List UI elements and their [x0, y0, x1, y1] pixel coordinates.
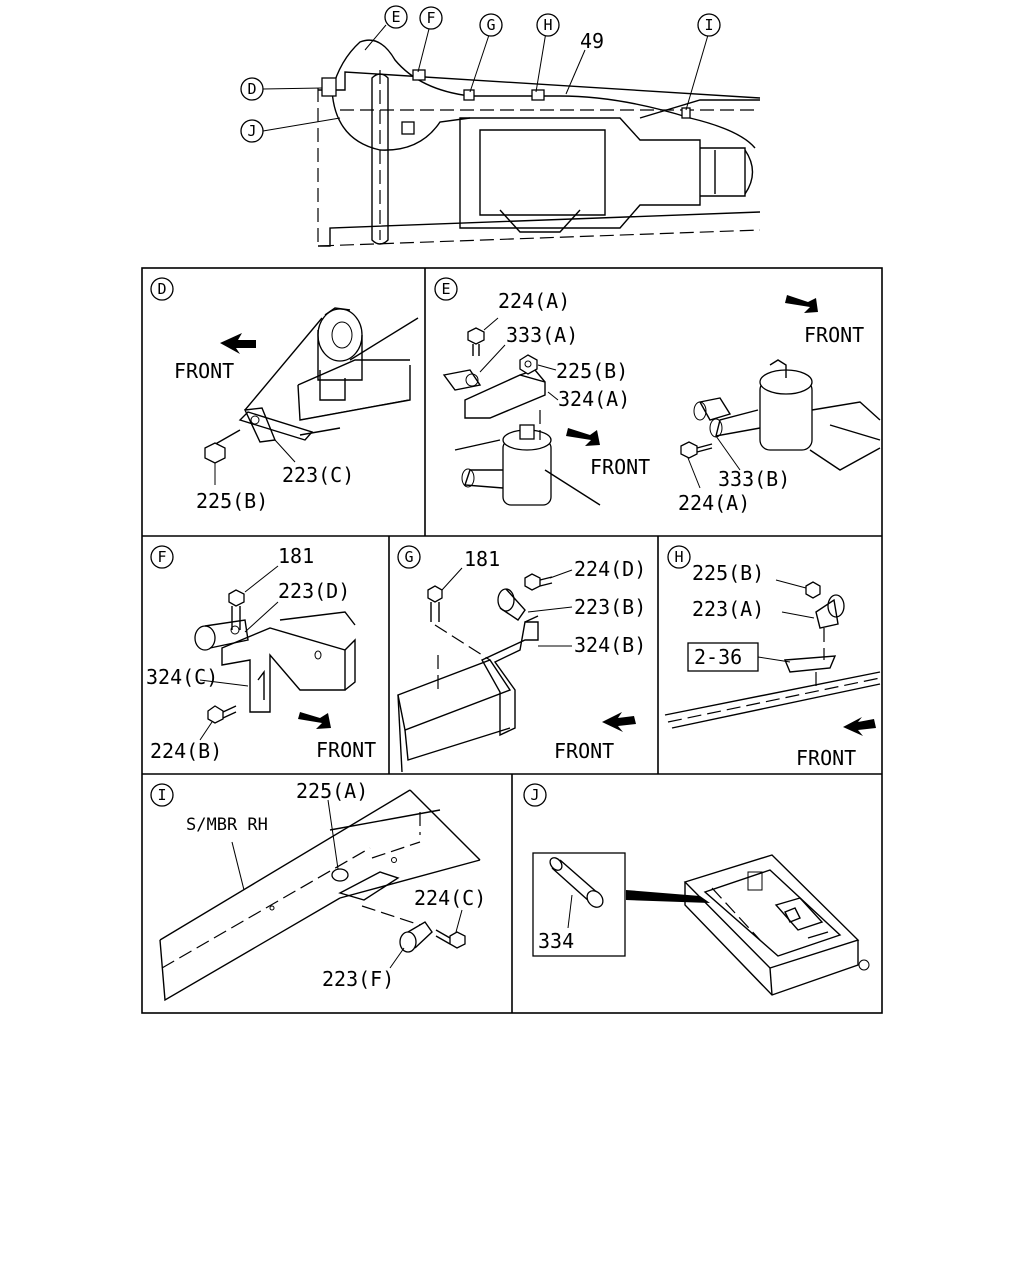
part-223d-label: 223(D) [278, 579, 350, 603]
panel-g-letter: G [404, 548, 413, 566]
part-223f-label: 223(F) [322, 967, 394, 991]
panel-d-letter: D [157, 280, 166, 298]
panel-e-letter: E [441, 280, 450, 298]
front-label: FRONT [316, 738, 376, 762]
part-223c-label: 223(C) [282, 463, 354, 487]
panel-i: I S/MBR RH 225(A) 223(F) 224(C) [150, 779, 486, 1002]
callout-f: F [426, 9, 435, 27]
part-334-label: 334 [538, 929, 574, 953]
front-label-upper: FRONT [804, 323, 864, 347]
front-arrow-icon [220, 333, 256, 354]
part-223a-label: 223(A) [692, 597, 764, 621]
panel-h-letter: H [674, 548, 683, 566]
part-181-label: 181 [464, 547, 500, 571]
part-225b-label: 225(B) [196, 489, 268, 513]
part-224a-top-label: 224(A) [498, 289, 570, 313]
part-49-label: 49 [580, 29, 604, 53]
front-arrow-icon [298, 712, 331, 729]
callout-d: D [247, 80, 256, 98]
part-324b-label: 324(B) [574, 633, 646, 657]
front-label: FRONT [174, 359, 234, 383]
front-arrow-icon [843, 717, 876, 736]
panel-j: J 334 [523, 783, 870, 996]
part-225b-label: 225(B) [692, 561, 764, 585]
panel-g: G 181 224(D) 223(B) 324(B) FRONT [397, 545, 646, 773]
overview-diagram: E F G H I D J 49 [240, 5, 761, 247]
callout-i: I [704, 16, 713, 34]
part-224a-bottom-label: 224(A) [678, 491, 750, 515]
callout-e: E [391, 8, 400, 26]
front-label: FRONT [796, 746, 856, 770]
reference-label: 2-36 [694, 645, 742, 669]
reference-box [687, 642, 759, 672]
panel-j-letter: J [530, 786, 539, 804]
panel-e: E FRONT FRONT 224(A) 333(A) 225(B) 324(A… [434, 277, 881, 515]
callout-g: G [486, 16, 495, 34]
part-324a-label: 324(A) [558, 387, 630, 411]
side-member-label: S/MBR RH [186, 815, 268, 835]
part-224d-label: 224(D) [574, 557, 646, 581]
front-arrow-icon [785, 295, 818, 313]
panel-f: F 181 223(D) 324(C) 224(B) FRONT [146, 544, 376, 763]
part-181-label: 181 [278, 544, 314, 568]
panel-frames [141, 267, 883, 1014]
part-333b-label: 333(B) [718, 467, 790, 491]
part-224c-label: 224(C) [414, 886, 486, 910]
part-225b-label: 225(B) [556, 359, 628, 383]
part-333a-label: 333(A) [506, 323, 578, 347]
front-arrow-icon [566, 428, 600, 446]
callout-h: H [543, 16, 552, 34]
panel-d: D FRONT 223(C) 225(B) [150, 277, 419, 513]
part-224b-label: 224(B) [150, 739, 222, 763]
panel-i-letter: I [157, 786, 166, 804]
panel-f-letter: F [157, 548, 166, 566]
panel-h: H 225(B) 223(A) 2-36 FRONT [664, 545, 881, 770]
part-225a-label: 225(A) [296, 779, 368, 803]
part-223b-label: 223(B) [574, 595, 646, 619]
front-label-lower: FRONT [590, 455, 650, 479]
part-324c-label: 324(C) [146, 665, 218, 689]
front-arrow-icon [602, 712, 636, 732]
callout-j: J [247, 122, 256, 140]
detail-box [532, 852, 626, 957]
front-label: FRONT [554, 739, 614, 763]
